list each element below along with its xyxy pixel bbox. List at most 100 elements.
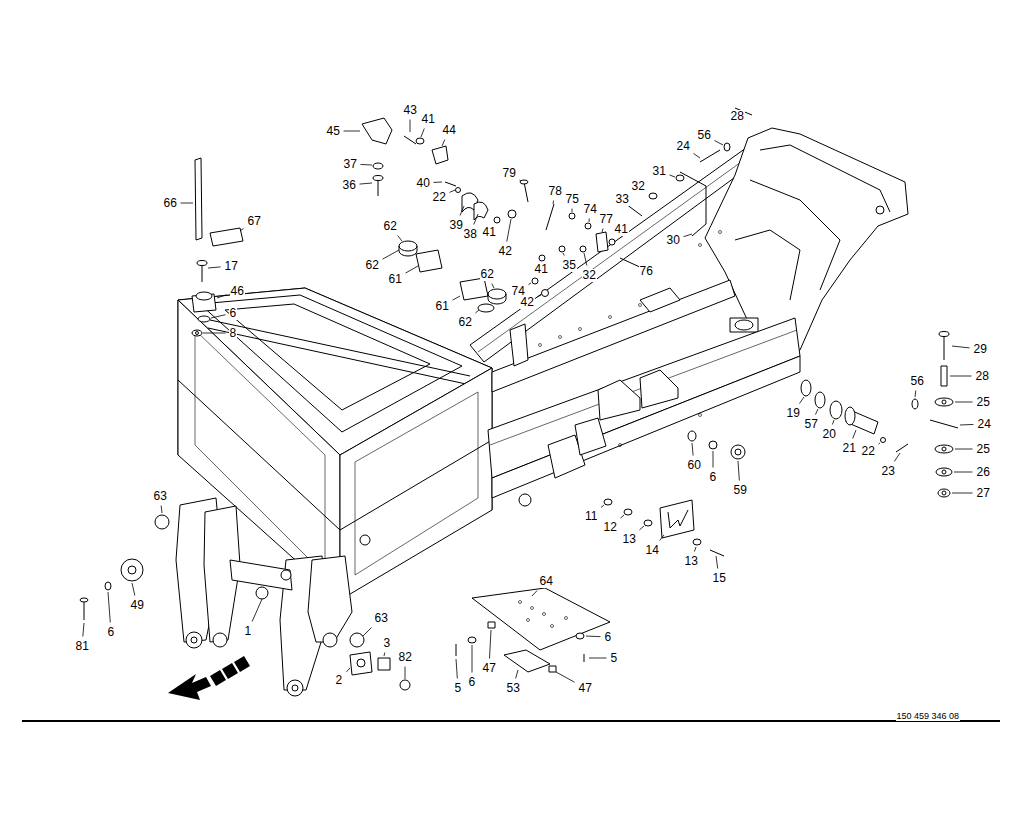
callout-number: 76	[639, 265, 654, 278]
leader-line	[363, 628, 372, 637]
callout-number: 21	[842, 442, 857, 455]
leader-line	[538, 295, 542, 297]
callout-number: 13	[684, 555, 699, 568]
leader-line	[217, 295, 227, 298]
leader-line	[383, 250, 400, 259]
callout-number: 25	[976, 396, 991, 409]
callout-number: 2	[335, 674, 344, 687]
leader-line	[955, 449, 973, 450]
leader-line	[406, 266, 419, 273]
leader-line	[405, 667, 406, 680]
callout-number: 53	[506, 682, 521, 695]
leader-line	[589, 219, 590, 223]
leader-line	[670, 175, 676, 177]
leader-line	[954, 472, 973, 473]
leader-line	[800, 397, 804, 404]
leader-line	[240, 229, 244, 232]
leader-line	[952, 346, 970, 348]
leader-line	[879, 443, 881, 444]
callout-number: 49	[130, 599, 145, 612]
leader-line	[344, 131, 361, 132]
leader-line	[915, 391, 917, 398]
callout-number: 62	[383, 220, 398, 233]
callout-number: 27	[976, 487, 991, 500]
leader-line	[434, 182, 443, 183]
leader-line	[398, 236, 402, 242]
leader-line	[832, 420, 834, 425]
callout-number: 1	[244, 625, 253, 638]
callout-number: 22	[861, 445, 876, 458]
leader-line	[684, 234, 693, 237]
callout-number: 11	[584, 510, 598, 523]
callout-number: 19	[786, 407, 801, 420]
leader-line	[442, 140, 445, 147]
callout-number: 22	[432, 191, 447, 204]
leader-line	[132, 583, 135, 596]
callout-number: 62	[480, 268, 495, 281]
leader-line	[211, 315, 226, 318]
part-glyphs	[80, 108, 958, 690]
travel-arrow	[168, 656, 250, 700]
callout-number: 62	[365, 259, 380, 272]
callout-number: 60	[687, 459, 702, 472]
leader-line	[472, 645, 473, 673]
callout-number: 56	[697, 129, 712, 142]
leader-line	[532, 591, 537, 597]
callout-number: 35	[562, 259, 577, 272]
leader-line	[694, 153, 701, 158]
callout-number: 26	[976, 466, 991, 479]
callout-number: 28	[975, 370, 990, 383]
callout-number: 57	[804, 418, 819, 431]
leader-line	[507, 219, 511, 242]
callout-number: 41	[614, 223, 629, 236]
leader-line	[421, 129, 424, 138]
callout-number: 61	[388, 273, 403, 286]
callout-number: 42	[498, 245, 513, 258]
callout-number: 41	[534, 263, 549, 276]
leader-line	[715, 141, 724, 145]
leader-lines	[83, 120, 974, 683]
callout-number: 37	[343, 158, 358, 171]
leader-line	[384, 653, 386, 657]
callout-number: 75	[565, 193, 580, 206]
callout-number: 47	[482, 662, 497, 675]
leader-line	[553, 201, 555, 205]
callout-number: 81	[75, 640, 90, 653]
callout-number: 32	[631, 180, 646, 193]
leader-line	[520, 180, 522, 181]
callout-number: 31	[652, 165, 667, 178]
leader-line	[361, 164, 373, 166]
leader-line	[572, 209, 573, 213]
callout-number: 63	[374, 612, 389, 625]
callout-number: 77	[599, 213, 614, 226]
callout-number: 8	[229, 327, 238, 340]
callout-number: 28	[730, 110, 745, 123]
frame-drawing	[176, 128, 908, 696]
callout-number: 44	[442, 124, 457, 137]
callout-number: 66	[163, 197, 178, 210]
callout-number: 13	[622, 533, 637, 546]
leader-line	[181, 203, 194, 204]
callout-number: 12	[603, 521, 618, 534]
callout-number: 61	[435, 300, 450, 313]
callout-number: 6	[107, 626, 116, 639]
leader-line	[621, 515, 625, 518]
leader-line	[692, 443, 693, 456]
leader-line	[713, 451, 714, 468]
callout-number: 6	[468, 676, 477, 689]
drawing-number: 150 459 346 08	[896, 711, 961, 721]
leader-line	[450, 190, 456, 192]
leader-line	[738, 461, 739, 481]
leader-line	[516, 670, 518, 679]
leader-line	[952, 493, 973, 494]
leader-line	[960, 424, 974, 426]
callout-number: 23	[881, 465, 896, 478]
leader-line	[453, 296, 461, 300]
callout-number: 43	[403, 104, 418, 117]
callout-number: 15	[712, 572, 727, 585]
leader-line	[640, 526, 645, 530]
callout-number: 20	[822, 428, 837, 441]
callout-number: 24	[676, 140, 691, 153]
callout-number: 79	[502, 167, 517, 180]
callout-number: 36	[342, 179, 357, 192]
